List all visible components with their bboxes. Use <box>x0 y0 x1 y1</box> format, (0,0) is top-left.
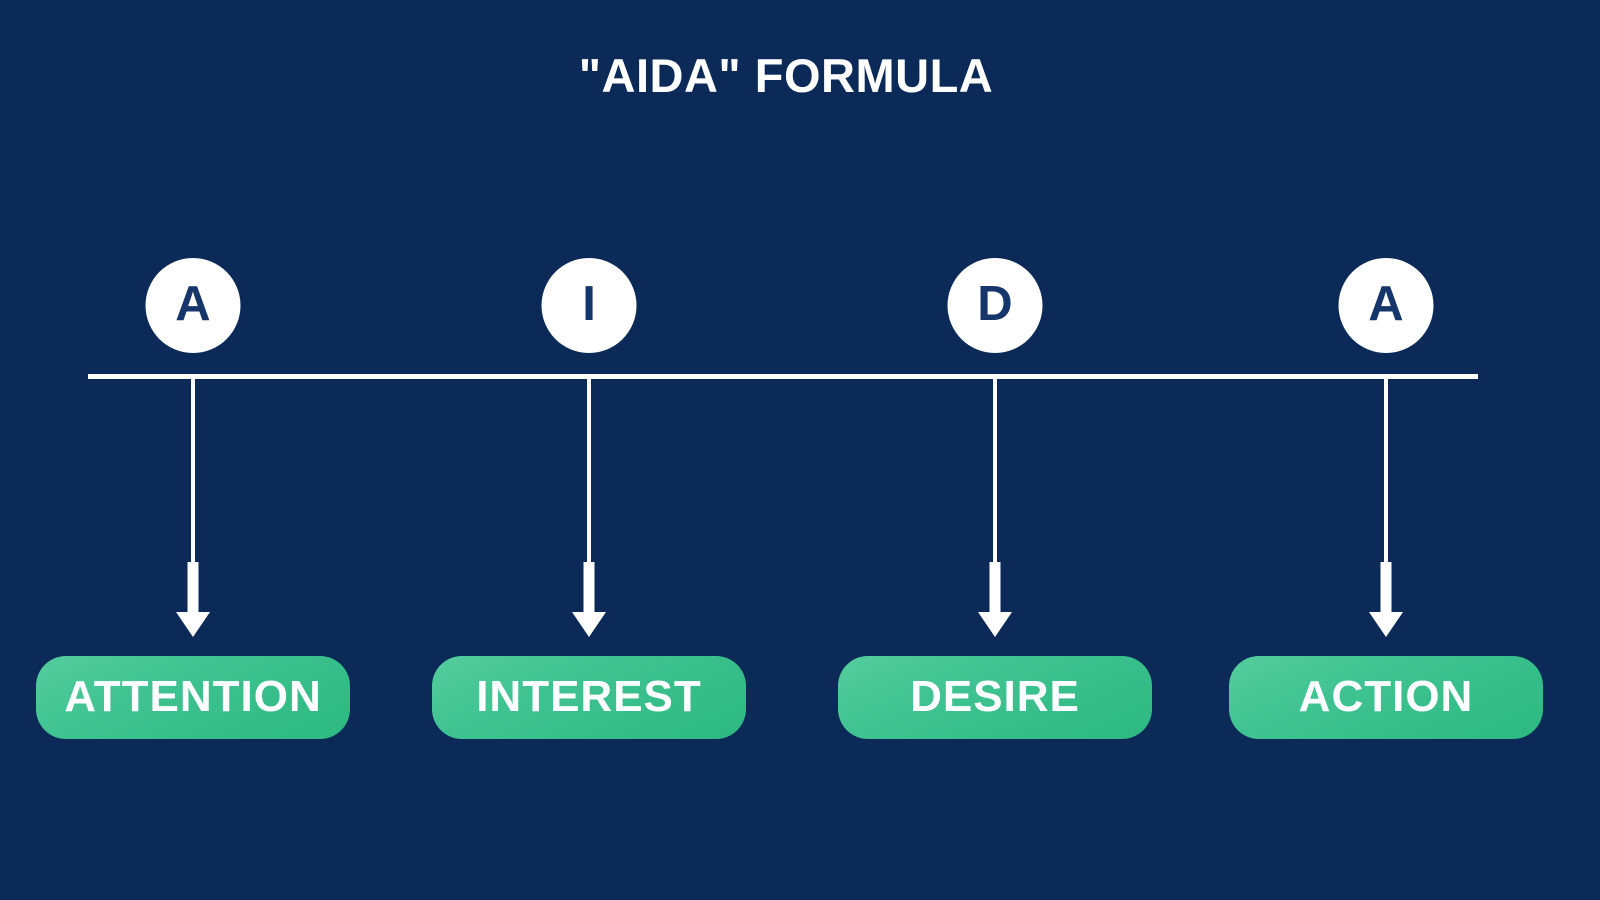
arrow-head-icon <box>1369 612 1403 637</box>
step-column-attention: A ATTENTION <box>36 258 350 739</box>
step-column-interest: I INTEREST <box>432 258 746 739</box>
step-column-action: A ACTION <box>1229 258 1543 739</box>
step-label-box: ATTENTION <box>36 656 350 739</box>
timeline-line <box>88 374 1478 379</box>
arrow-down-icon <box>989 562 1001 612</box>
diagram-title: "AIDA" FORMULA <box>578 49 994 102</box>
step-letter: D <box>977 277 1013 331</box>
step-label: INTEREST <box>476 671 702 721</box>
step-letter: A <box>175 277 211 331</box>
arrow-down-icon <box>187 562 199 612</box>
step-label-box: INTEREST <box>432 656 746 739</box>
connector-line <box>587 374 591 562</box>
step-label-box: DESIRE <box>838 656 1152 739</box>
step-label: ACTION <box>1298 671 1474 721</box>
arrow-down-icon <box>1380 562 1392 612</box>
step-circle: I <box>541 258 637 353</box>
arrow-head-icon <box>978 612 1012 637</box>
step-circle: A <box>1338 258 1434 353</box>
connector-line <box>191 374 195 562</box>
arrow-head-icon <box>572 612 606 637</box>
arrow-head-icon <box>176 612 210 637</box>
step-label: DESIRE <box>910 671 1080 721</box>
step-column-desire: D DESIRE <box>838 258 1152 739</box>
step-circle: D <box>947 258 1043 353</box>
connector-line <box>1384 374 1388 562</box>
arrow-down-icon <box>583 562 595 612</box>
step-letter: A <box>1368 277 1404 331</box>
step-letter: I <box>582 277 596 331</box>
step-circle: A <box>145 258 241 353</box>
step-label-box: ACTION <box>1229 656 1543 739</box>
step-label: ATTENTION <box>64 671 322 721</box>
connector-line <box>993 374 997 562</box>
